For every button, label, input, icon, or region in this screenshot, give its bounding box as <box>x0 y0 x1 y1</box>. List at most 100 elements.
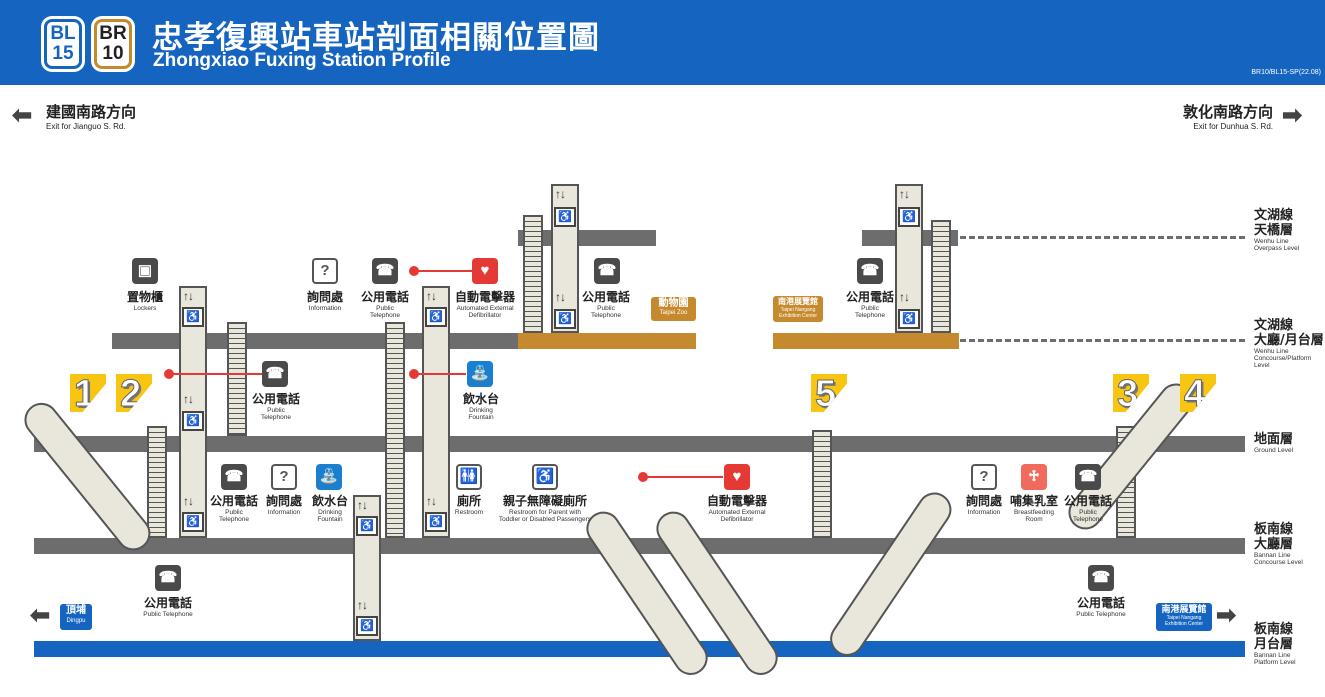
level-wenhu-en: Wenhu Line Concourse/Platform Level <box>1254 348 1312 369</box>
br-line-badge: BR 10 <box>94 19 132 69</box>
information-icon: ? <box>971 464 997 490</box>
wheelchair-icon: ♿ <box>182 512 204 532</box>
stair <box>147 426 167 538</box>
level-bannan-concourse-en: Bannan Line Concourse Level <box>1254 552 1303 566</box>
up-down-arrow-icon: ↑↓ <box>183 494 194 508</box>
level-overpass: 文湖線 天橋層 Wenhu Line Overpass Level <box>1254 208 1299 252</box>
pointer-line <box>414 373 466 375</box>
up-down-arrow-icon: ↑↓ <box>426 494 437 508</box>
bannan-concourse-slab <box>34 538 1245 554</box>
wheelchair-icon: ♿ <box>182 411 204 431</box>
bl-line-code: BL <box>50 23 76 44</box>
escalator <box>823 485 958 663</box>
level-ground-zh: 地面層 <box>1254 432 1294 447</box>
level-overpass-zh: 文湖線 天橋層 <box>1254 208 1294 238</box>
stair <box>523 215 543 333</box>
aed-icon: ♥ <box>472 258 498 284</box>
bl-line-badge: BL 15 <box>44 19 82 69</box>
direction-left-en: Exit for Jianguo S. Rd. <box>46 122 126 131</box>
wheelchair-icon: ♿ <box>554 207 576 227</box>
exit-3-badge: 3 <box>1113 374 1149 412</box>
arrow-right-icon: ➡ <box>1282 102 1303 129</box>
direction-left-zh: 建國南路方向 <box>46 103 137 121</box>
elevator-shaft <box>422 286 450 538</box>
wheelchair-icon: ♿ <box>898 309 920 329</box>
level-bannan-concourse-zh: 板南線 大廳層 <box>1254 522 1294 552</box>
level-ground-en: Ground Level <box>1254 447 1294 454</box>
direction-left: 建國南路方向 Exit for Jianguo S. Rd. <box>46 101 136 131</box>
wheelchair-icon: ♿ <box>898 207 920 227</box>
up-down-arrow-icon: ↑↓ <box>357 498 368 512</box>
br-station-number: 10 <box>102 43 124 64</box>
nangang-direction-tag-top: 南港展覽館 Taipei Nangang Exhibition Center <box>773 296 823 322</box>
pointer-line <box>169 373 262 375</box>
drinking-fountain-icon: ⛲ <box>467 361 493 387</box>
telephone-icon: ☎ <box>372 258 398 284</box>
arrow-left-icon: ⬅ <box>30 602 51 629</box>
page-title-en: Zhongxiao Fuxing Station Profile <box>153 50 451 71</box>
arrow-right-icon: ➡ <box>1216 602 1237 629</box>
overpass-level-line <box>960 236 1245 239</box>
level-bannan-platform-zh: 板南線 月台層 <box>1254 622 1294 652</box>
telephone-icon: ☎ <box>857 258 883 284</box>
direction-right-en: Exit for Dunhua S. Rd. <box>1193 122 1273 131</box>
exit-1-badge: 1 <box>70 374 106 412</box>
drinking-fountain-icon: ⛲ <box>316 464 342 490</box>
direction-right: 敦化南路方向 Exit for Dunhua S. Rd. <box>1183 101 1273 131</box>
telephone-icon: ☎ <box>262 361 288 387</box>
escalator <box>17 396 158 558</box>
wheelchair-icon: ♿ <box>356 516 378 536</box>
up-down-arrow-icon: ↑↓ <box>899 290 910 304</box>
pointer-line <box>643 476 723 478</box>
up-down-arrow-icon: ↑↓ <box>426 289 437 303</box>
stair <box>812 430 832 538</box>
telephone-icon: ☎ <box>594 258 620 284</box>
up-down-arrow-icon: ↑↓ <box>183 289 194 303</box>
direction-right-zh: 敦化南路方向 <box>1183 103 1274 121</box>
telephone-icon: ☎ <box>1075 464 1101 490</box>
stair <box>227 322 247 436</box>
locker-icon: ▣ <box>132 258 158 284</box>
family-restroom-icon: ♿ <box>532 464 558 490</box>
telephone-icon: ☎ <box>155 565 181 591</box>
up-down-arrow-icon: ↑↓ <box>357 598 368 612</box>
restroom-icon: 🚻 <box>456 464 482 490</box>
breastfeeding-icon: ♱ <box>1021 464 1047 490</box>
telephone-icon: ☎ <box>1088 565 1114 591</box>
aed-icon: ♥ <box>724 464 750 490</box>
information-icon: ? <box>271 464 297 490</box>
zoo-direction-tag: 動物園 Taipei Zoo <box>651 297 696 321</box>
level-bannan-platform-en: Bannan Line Platform Level <box>1254 652 1296 666</box>
wenhu-concourse-slab <box>112 333 518 349</box>
up-down-arrow-icon: ↑↓ <box>555 290 566 304</box>
dingpu-direction-tag: 頂埔 Dingpu <box>60 604 92 630</box>
stair <box>385 322 405 538</box>
exit-5-badge: 5 <box>811 374 847 412</box>
wheelchair-icon: ♿ <box>425 512 447 532</box>
page-title-zh: 忠孝復興站車站剖面相關位置圖 <box>152 20 600 56</box>
wenhu-level-line <box>960 339 1245 342</box>
level-wenhu-zh: 文湖線 大廳/月台層 <box>1254 318 1324 348</box>
stair <box>931 220 951 333</box>
wenhu-platform-nangang <box>773 333 959 349</box>
up-down-arrow-icon: ↑↓ <box>183 392 194 406</box>
ground-slab <box>34 436 1245 452</box>
level-ground: 地面層 Ground Level <box>1254 432 1293 454</box>
nangang-direction-tag: 南港展覽館 Taipei Nangang Exhibition Center <box>1156 603 1212 631</box>
level-bannan-concourse: 板南線 大廳層 Bannan Line Concourse Level <box>1254 522 1303 566</box>
level-overpass-en: Wenhu Line Overpass Level <box>1254 238 1300 252</box>
level-bannan-platform: 板南線 月台層 Bannan Line Platform Level <box>1254 622 1296 666</box>
bannan-platform-track <box>34 641 1245 657</box>
